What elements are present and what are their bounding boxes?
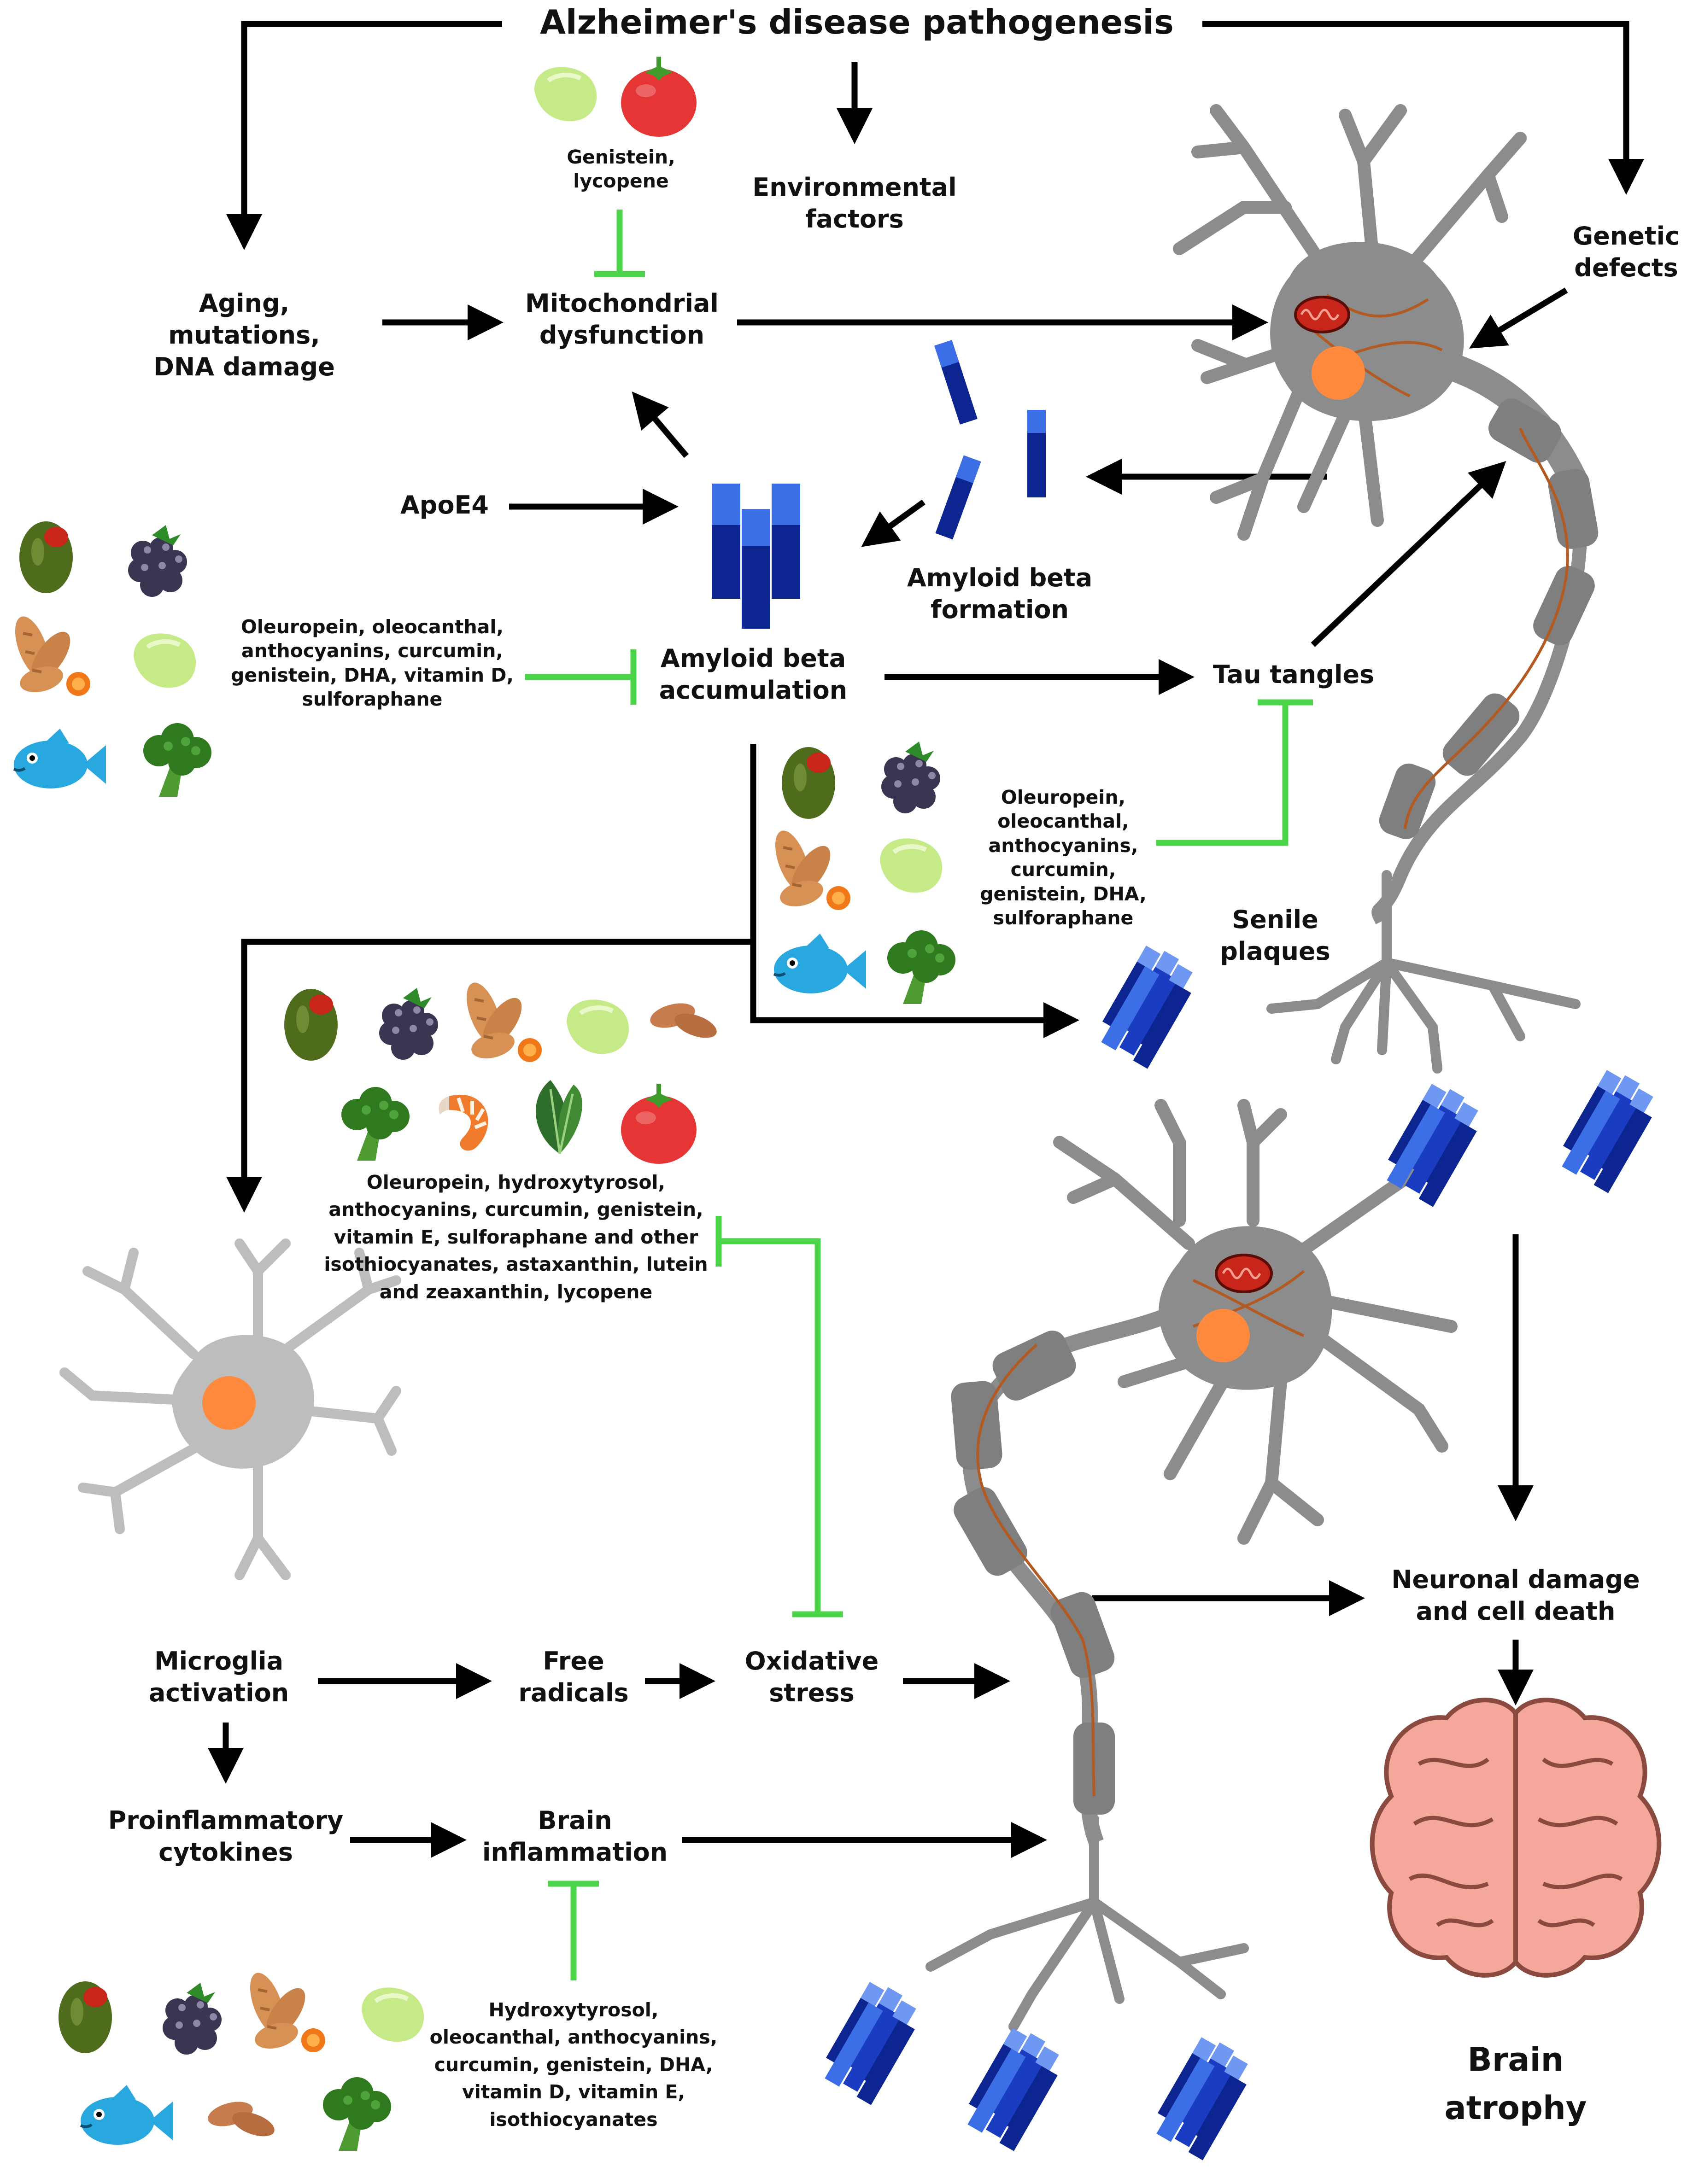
amyloid-plaque-icon: [1156, 2037, 1248, 2161]
spinach-icon: [536, 1080, 582, 1154]
mitochondrion-icon: [1215, 1254, 1273, 1293]
inhibit-oxidative: [715, 1216, 843, 1618]
bean-icon: [567, 999, 629, 1054]
shrimp-icon: [439, 1095, 488, 1150]
node-tau-tangles: Tau tangles: [1213, 660, 1375, 689]
tomato-icon: [621, 57, 697, 137]
compounds-tau: Oleuropein,oleocanthal,anthocyanins,curc…: [980, 786, 1147, 929]
food-icons-tau: [768, 742, 955, 1004]
compounds-inflammation: Hydroxytyrosol,oleocanthal, anthocyanins…: [429, 1999, 718, 2131]
bean-icon: [880, 838, 942, 893]
turmeric-icon: [8, 612, 90, 697]
food-icons-ab: [8, 521, 211, 797]
mitochondrion-icon: [1294, 296, 1350, 333]
turmeric-icon: [768, 826, 850, 911]
olive-icon: [19, 521, 73, 593]
nucleus-icon: [202, 1376, 256, 1430]
amyloid-plaque-icon: [825, 1982, 916, 2105]
amyloid-monomers-icon: [934, 340, 1046, 540]
bean-icon: [362, 1987, 424, 2042]
arrow-title-to-genetic: [1202, 21, 1644, 195]
fish-icon: [774, 934, 866, 993]
axon-1: [1371, 398, 1599, 924]
inhibit-inflammation: [548, 1880, 599, 1980]
fish-icon: [81, 2085, 173, 2145]
pathway-arrows: [208, 21, 1644, 1858]
axon-2: [951, 1331, 1115, 1815]
amyloid-aggregate-icon: [712, 484, 800, 629]
inhibit-mito: [594, 210, 645, 277]
arrow-genetic-to-neuron: [1469, 287, 1568, 349]
inhibit-tau: [1156, 699, 1313, 846]
nucleus-icon: [1312, 346, 1365, 400]
broccoli-icon: [341, 1087, 410, 1161]
turmeric-icon: [460, 978, 542, 1063]
tomato-icon: [621, 1084, 697, 1164]
bean-icon: [134, 633, 196, 688]
inhibition-lines: [525, 210, 1313, 1980]
amyloid-plaque-icon: [1101, 946, 1193, 1069]
turmeric-icon: [243, 1968, 325, 2053]
neuron-icon: [1173, 104, 1599, 1074]
amyloid-plaque-icon: [1562, 1070, 1653, 1193]
arrow-abformation-to-accum: [861, 499, 926, 547]
olive-icon: [782, 747, 835, 819]
almond-icon: [205, 2097, 278, 2142]
arrow-title-to-aging: [226, 21, 502, 250]
node-apoe4: ApoE4: [400, 491, 489, 520]
food-icons-oxidative: [284, 978, 720, 1164]
food-icons-mito: [534, 57, 697, 137]
compounds-oxidative: Oleuropein, hydroxytyrosol,anthocyanins,…: [324, 1171, 708, 1303]
almond-icon: [647, 999, 720, 1043]
compounds-mito: Genistein,lycopene: [567, 146, 675, 193]
neuron-icon: [926, 1099, 1458, 2032]
diagram-title: Alzheimer's disease pathogenesis: [540, 3, 1174, 41]
blackberry-icon: [379, 988, 438, 1060]
arrow-ab-to-microglia: [226, 939, 753, 1213]
food-icons-inflammation: [59, 1968, 424, 2151]
arrow-ab-to-senile: [750, 744, 1079, 1038]
olive-icon: [284, 989, 338, 1061]
nucleus-icon: [1196, 1309, 1250, 1362]
brain-icon: [1370, 1698, 1662, 1978]
compounds-ab: Oleuropein, oleocanthal,anthocyanins, cu…: [231, 616, 514, 711]
bean-icon: [534, 67, 597, 121]
inhibit-ab: [525, 649, 637, 705]
broccoli-icon: [143, 723, 211, 797]
arrow-ab-to-mito: [632, 391, 689, 458]
amyloid-plaque-icon: [967, 2028, 1059, 2151]
arrow-tau-to-axon: [1311, 461, 1506, 647]
node-aging: Aging,mutations,DNA damage: [153, 289, 335, 382]
blackberry-icon: [163, 1983, 222, 2055]
blackberry-icon: [881, 742, 940, 813]
microglia-icon: [59, 1238, 401, 1580]
blackberry-icon: [128, 525, 187, 597]
broccoli-icon: [887, 930, 955, 1004]
fish-icon: [14, 729, 106, 788]
broccoli-icon: [323, 2077, 391, 2151]
olive-icon: [59, 1981, 112, 2053]
